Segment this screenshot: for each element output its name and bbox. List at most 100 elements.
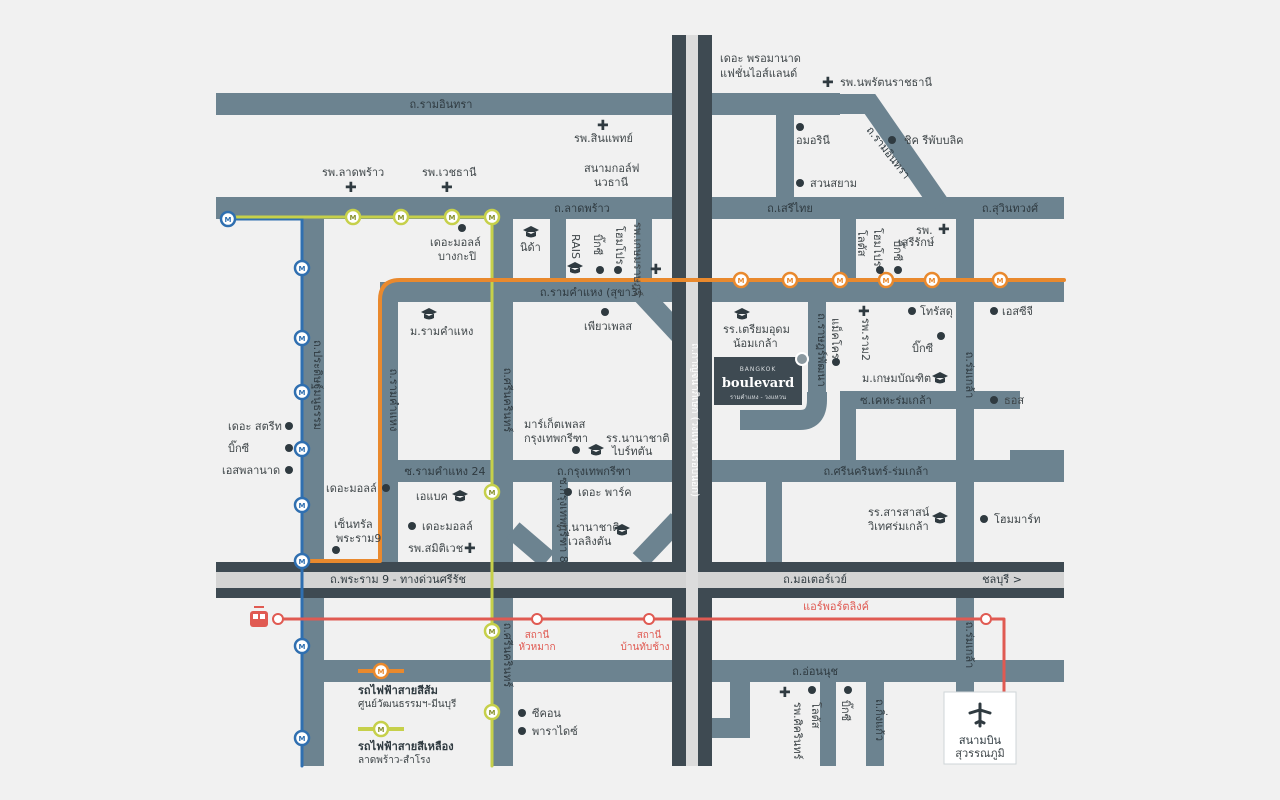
place-dot <box>596 266 604 274</box>
road-rama9-center <box>216 572 1064 588</box>
orange-line-station[interactable]: M <box>877 271 895 289</box>
station-circle <box>293 729 311 747</box>
place-mall-ramkhamhaeng: เดอะมอลล์ <box>422 520 473 533</box>
orange-line-station[interactable]: M <box>991 271 1009 289</box>
place-fashion-island-1: เดอะ พรอมานาด <box>720 52 801 65</box>
place-homepro1: โฮมโปร <box>613 226 627 265</box>
metro-icon: M <box>299 389 306 397</box>
hospital-icon: ✚ <box>441 180 453 196</box>
blue-line-station[interactable]: M <box>293 440 311 458</box>
place-ram-univ: ม.รามคำแหง <box>410 325 473 338</box>
blue-line-station[interactable]: M <box>293 329 311 347</box>
road-network <box>216 93 1064 766</box>
blue-line-station[interactable]: M <box>293 383 311 401</box>
blue-line-station[interactable]: M <box>293 637 311 655</box>
station-circle <box>392 208 410 226</box>
place-thos: ธอส <box>1004 394 1024 407</box>
yellow-line-station[interactable]: M <box>344 208 362 226</box>
school-icon <box>567 262 583 274</box>
orange-line-station[interactable]: M <box>831 271 849 289</box>
place-hospital-serirak-2: เสรีรักษ์ <box>898 236 934 249</box>
yellow-line-station[interactable]: M <box>483 622 501 640</box>
metro-icon: M <box>787 277 794 285</box>
station-ladkrabang[interactable] <box>980 613 992 625</box>
orange-line-station[interactable]: M <box>781 271 799 289</box>
project-marker[interactable]: BANGKOK boulevard รามคำแหง - วงแหวน <box>714 352 809 405</box>
airplane-icon <box>968 702 992 728</box>
place-dot <box>937 332 945 340</box>
blue-line-station[interactable]: M <box>293 496 311 514</box>
place-central-rama9-2: พระราม9 <box>336 532 381 545</box>
station-banthapchang[interactable] <box>643 613 655 625</box>
place-lotus2: โทรัสดุ <box>920 304 953 318</box>
label-ramkhamhaeng-v: ถ.รามคำแหง <box>387 369 400 432</box>
hospital-icon: ✚ <box>650 262 662 278</box>
place-dot <box>564 488 572 496</box>
school-icon <box>588 444 604 456</box>
station-circle <box>443 208 461 226</box>
label-srinakarin-romklao: ถ.ศรีนครินทร์-ร่มเกล้า <box>824 465 929 478</box>
metro-icon: M <box>299 735 306 743</box>
place-rais: RAIS <box>569 234 582 259</box>
place-homemart: โฮมมาร์ท <box>994 512 1040 526</box>
road-v-kt8 <box>552 482 568 562</box>
place-hospital-sikarin: รพ.ศิครินทร์ <box>791 702 804 760</box>
label-motorway: ถ.มอเตอร์เวย์ <box>783 573 847 586</box>
yellow-line-station[interactable]: M <box>483 483 501 501</box>
label-suwinthawong: ถ.สุวินทวงศ์ <box>982 202 1038 215</box>
station-makkasan[interactable] <box>272 613 284 625</box>
station-circle <box>293 440 311 458</box>
place-bigc1: บิ๊กซี <box>591 234 606 256</box>
orange-line-station[interactable]: M <box>923 271 941 289</box>
label-onnut: ถ.อ่อนนุช <box>792 665 838 678</box>
metro-icon: M <box>398 214 405 222</box>
school-icon <box>614 524 630 536</box>
yellow-line-station[interactable]: M <box>483 703 501 721</box>
place-dot <box>876 266 884 274</box>
road-labels: ถ.รามอินทรา ถ.ลาดพร้าว ถ.เสรีไทย ถ.สุวิน… <box>311 98 1038 741</box>
place-chic-republic: ชิค รีพับบลิค <box>904 134 964 147</box>
road-serithai-v <box>776 115 794 205</box>
school-icon <box>421 308 437 320</box>
blue-line-station[interactable]: M <box>293 552 311 570</box>
blue-line-station[interactable]: M <box>293 729 311 747</box>
road-ramintra-diagonal <box>830 94 949 211</box>
road-romklao-v <box>956 219 974 562</box>
road-v-mid3 <box>840 219 856 282</box>
place-paradise: พาราไดซ์ <box>532 725 578 738</box>
yellow-line-station[interactable]: M <box>443 208 461 226</box>
station-huamark[interactable] <box>531 613 543 625</box>
yellow-line-station[interactable]: M <box>392 208 410 226</box>
place-the-mall-r: เดอะมอลล์ <box>326 482 377 495</box>
road-diag-local <box>740 392 827 430</box>
place-dot <box>990 307 998 315</box>
hospital-icon: ✚ <box>822 75 834 91</box>
road-ramintra-right <box>690 93 840 115</box>
road-ramkhamhaeng <box>380 282 1064 302</box>
road-v-mid5 <box>766 482 782 562</box>
station-circle <box>293 383 311 401</box>
place-fashion-island-2: แฟชั่นไอส์แลนด์ <box>720 65 797 80</box>
metro-icon: M <box>997 277 1004 285</box>
place-dot <box>990 396 998 404</box>
place-golf-1: สนามกอล์ฟ <box>584 162 639 175</box>
blue-line-station[interactable]: M <box>293 259 311 277</box>
place-hospital-latphrao: รพ.ลาดพร้าว <box>322 166 384 179</box>
metro-icon: M <box>350 214 357 222</box>
place-the-park: เดอะ พาร์ค <box>578 486 632 499</box>
metro-icon: M <box>738 277 745 285</box>
orange-line-station[interactable]: M <box>732 271 750 289</box>
legend-yellow-sub: ลาดพร้าว-สำโรง <box>358 753 431 766</box>
hospital-icon: ✚ <box>464 541 476 557</box>
legend-orange-glyph: M <box>378 668 385 676</box>
project-brand-top: BANGKOK <box>740 366 777 373</box>
road-diag-kt2 <box>632 513 686 567</box>
place-golf-2: นวธานี <box>594 176 629 189</box>
legend: M รถไฟฟ้าสายสีส้ม ศูนย์วัฒนธรรมฯ-มีนบุรี… <box>358 662 457 766</box>
yellow-line-station[interactable]: M <box>483 208 501 226</box>
label-krungthep-kreetha: ถ.กรุงเทพกรีฑา <box>557 465 631 478</box>
airport-box[interactable]: สนามบิน สุวรรณภูมิ <box>943 691 1017 765</box>
blue-line-station[interactable]: M <box>219 210 237 228</box>
place-wellington-2: เวลลิงตัน <box>568 535 612 548</box>
hospital-icon: ✚ <box>858 304 870 320</box>
